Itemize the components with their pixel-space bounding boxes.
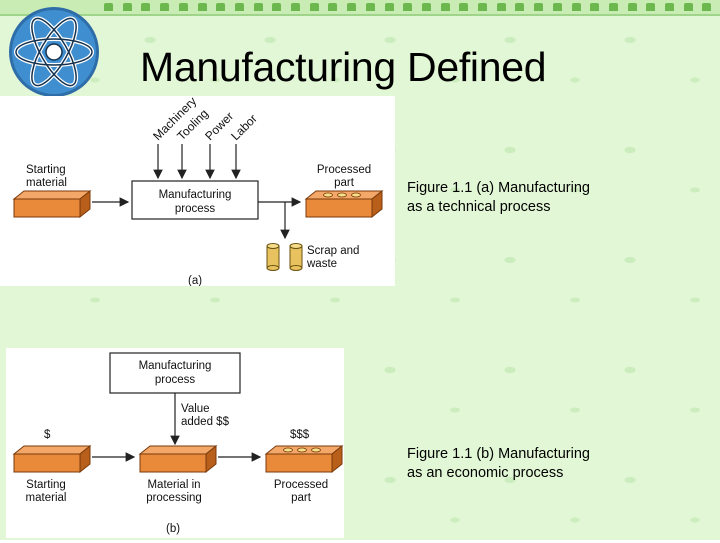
binder-tab (234, 3, 244, 11)
binder-tab (571, 3, 581, 11)
process-b-line1: Manufacturing (139, 360, 212, 372)
starting-material-block (12, 189, 92, 219)
scrap-label-line1: Scrap and (307, 245, 359, 257)
binder-tab (253, 3, 263, 11)
starting-b-line2: material (26, 492, 67, 504)
starting-b-line1: Starting (26, 479, 66, 491)
dollar-end: $$$ (290, 429, 310, 441)
binder-tab (216, 3, 226, 11)
binder-tab (478, 3, 487, 11)
process-label-line1: Manufacturing (159, 189, 232, 201)
figure-b-caption-line2: as an economic process (407, 465, 564, 481)
figure-b-sublabel: (b) (166, 523, 180, 535)
binder-tab-strip (0, 0, 720, 16)
binder-tab (459, 3, 469, 11)
binder-tab (178, 3, 188, 11)
figure-a-caption: Figure 1.1 (a) Manufacturing as a techni… (407, 179, 637, 217)
binder-tab (291, 3, 300, 11)
binder-tab (534, 3, 544, 11)
process-b-line2: process (155, 374, 196, 386)
binder-tab (347, 3, 357, 11)
binder-tab (646, 3, 656, 11)
scrap-label-line2: waste (306, 258, 337, 270)
figure-a-sublabel: (a) (188, 275, 202, 286)
binder-tab (627, 3, 637, 11)
binder-tab (608, 3, 618, 11)
binder-tab (552, 3, 562, 11)
starting-material-block-b (12, 444, 92, 474)
processed-b-line2: part (291, 492, 312, 504)
figure-a-caption-line2: as a technical process (407, 199, 551, 215)
binder-tab (515, 3, 525, 11)
binder-tab (496, 3, 506, 11)
starting-label-line2: material (26, 177, 67, 189)
binder-tab (160, 3, 170, 11)
processed-label-line1: Processed (317, 164, 371, 176)
material-in-processing-block (138, 444, 218, 474)
binder-tab (104, 3, 113, 11)
binder-tab (272, 3, 282, 11)
binder-tab (665, 3, 674, 11)
middle-b-line1: Material in (147, 479, 200, 491)
figure-b-caption: Figure 1.1 (b) Manufacturing as an econo… (407, 445, 637, 483)
figure-b-caption-line1: Figure 1.1 (b) Manufacturing (407, 446, 590, 462)
figure-a-caption-line1: Figure 1.1 (a) Manufacturing (407, 180, 590, 196)
binder-tab (365, 3, 375, 11)
binder-tab (141, 3, 151, 11)
atom-logo-icon (9, 7, 99, 97)
figure-a-panel: Machinery Tooling Power Labor Manufactur… (0, 94, 395, 287)
binder-tab (197, 3, 207, 11)
dollar-start: $ (44, 429, 51, 441)
binder-tab (384, 3, 394, 11)
binder-tab (702, 3, 712, 11)
value-line2: added $$ (181, 416, 230, 428)
process-box-b (109, 352, 241, 394)
binder-tab (309, 3, 319, 11)
binder-tab (421, 3, 431, 11)
binder-tab (590, 3, 600, 11)
middle-b-line2: processing (146, 492, 202, 504)
binder-tab (440, 3, 450, 11)
value-line1: Value (181, 403, 210, 415)
figure-a-diagram: Machinery Tooling Power Labor Manufactur… (12, 94, 384, 287)
starting-label-line1: Starting (26, 164, 66, 176)
binder-tab (122, 3, 132, 11)
processed-label-line2: part (334, 177, 355, 189)
binder-tab (403, 3, 413, 11)
binder-tab (683, 3, 693, 11)
binder-tab (328, 3, 338, 11)
scrap-cylinders (266, 243, 303, 271)
slide-title: Manufacturing Defined (140, 44, 547, 90)
process-label-line2: process (175, 203, 216, 215)
processed-part-block (304, 189, 384, 219)
figure-b-panel: Manufacturing process Value added $$ $ $… (6, 348, 344, 538)
figure-b-diagram: Manufacturing process Value added $$ $ $… (12, 352, 344, 535)
process-box (131, 180, 259, 220)
processed-b-line1: Processed (274, 479, 328, 491)
processed-part-block-b (264, 444, 344, 474)
